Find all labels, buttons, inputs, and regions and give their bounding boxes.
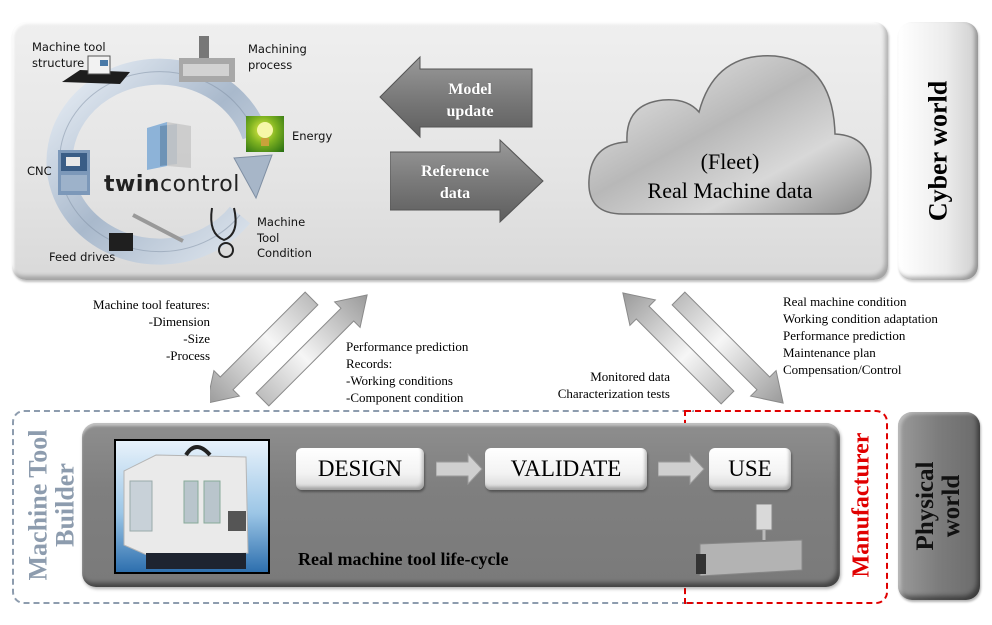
builder-down-note: Machine tool features: -Dimension -Size … [60, 296, 210, 364]
cycle-label-cnc: CNC [27, 164, 52, 178]
builder-down-note-item: -Process [165, 348, 210, 363]
builder-down-note-item: -Dimension [148, 314, 210, 329]
builder-up-arrow [255, 294, 368, 407]
twincontrol-logo-text: twincontrol [104, 172, 240, 197]
lifecycle-title: Real machine tool life-cycle [298, 549, 509, 569]
cnc-panel-icon [58, 150, 90, 195]
machine-tool-illustration-icon [123, 445, 249, 569]
logo-text-bold: twin [104, 172, 161, 197]
manufacturer-down-note-line: Performance prediction [783, 328, 906, 343]
builder-label-line1: Machine Tool [23, 429, 53, 581]
builder-up-note-line: Performance prediction [346, 339, 469, 354]
lightbulb-icon [246, 116, 284, 152]
manufacturer-label: Manufacturer [848, 432, 875, 578]
manufacturer-down-note-line: Maintenance plan [783, 345, 876, 360]
cloud-text-line1: (Fleet) [700, 149, 760, 174]
feed-drive-icon [105, 205, 185, 255]
cyber-world-label: Cyber world [923, 80, 953, 222]
manufacturer-down-note-line: Working condition adaptation [783, 311, 938, 326]
link-arrows [210, 291, 784, 407]
manufacturer-up-arrow [622, 292, 735, 405]
machine-tool-builder-label: Machine Tool Builder [23, 429, 80, 581]
machine-tool-builder-label-box: Machine Tool Builder [12, 410, 92, 600]
twincontrol-logo-icon [147, 122, 191, 170]
reference-data-label: Reference data [420, 163, 490, 202]
milling-workpiece-icon [696, 504, 803, 576]
builder-up-note-line: -Component condition [346, 390, 464, 405]
stethoscope-icon [204, 204, 244, 260]
builder-label-line2: Builder [51, 463, 80, 547]
logo-text-light: control [160, 172, 240, 197]
fleet-data-cloud [588, 55, 872, 215]
cycle-label-energy: Energy [292, 129, 333, 143]
machining-process-icon [177, 36, 237, 84]
reference-data-arrow [390, 138, 544, 224]
manufacturer-down-arrow [671, 291, 784, 404]
stage-validate: VALIDATE [485, 448, 647, 490]
builder-down-note-item: -Size [183, 331, 210, 346]
builder-down-arrow [210, 291, 319, 404]
cycle-arrowhead [233, 154, 273, 200]
model-update-label: Model update [446, 81, 494, 120]
manufacturer-down-note: Real machine condition Working condition… [783, 293, 938, 378]
manufacturer-down-note-line: Compensation/Control [783, 362, 902, 377]
stage-use: USE [709, 448, 791, 490]
model-update-arrow [379, 55, 533, 139]
builder-down-note-title: Machine tool features: [93, 297, 210, 312]
cycle-label-machine-tool-structure: Machine tool structure [32, 40, 106, 70]
manufacturer-up-note: Monitored data Characterization tests [520, 368, 670, 402]
builder-up-note-line: -Working conditions [346, 373, 453, 388]
stage-arrow-design-validate [436, 452, 483, 486]
cycle-label-machining-process: Machining process [248, 42, 307, 72]
manufacturer-down-note-line: Real machine condition [783, 294, 907, 309]
physical-world-label-box: Physical world [898, 412, 980, 600]
machine-tool-builder-region [12, 410, 694, 604]
cyber-world-label-box: Cyber world [898, 22, 978, 280]
manufacturer-up-note-line: Characterization tests [557, 386, 670, 401]
physical-label-line2: world [938, 474, 965, 538]
builder-up-note-line: Records: [346, 356, 393, 371]
cloud-text-line2: Real Machine data [647, 177, 813, 203]
machine-tool-icon [60, 52, 132, 86]
machine-tool-photo [114, 439, 270, 574]
cloud-text: (Fleet) Real Machine data [612, 148, 848, 205]
cycle-label-feed-drives: Feed drives [49, 250, 116, 264]
manufacturer-label-box: Manufacturer [838, 410, 886, 600]
stage-design: DESIGN [296, 448, 424, 490]
physical-label-line1: Physical [911, 461, 939, 551]
physical-world-label: Physical world [911, 461, 966, 551]
cycle-label-machine-tool-condition: Machine Tool Condition [257, 215, 312, 261]
stage-arrow-validate-use [658, 452, 705, 486]
manufacturer-up-note-line: Monitored data [590, 369, 670, 384]
builder-up-note: Performance prediction Records: -Working… [346, 338, 468, 406]
